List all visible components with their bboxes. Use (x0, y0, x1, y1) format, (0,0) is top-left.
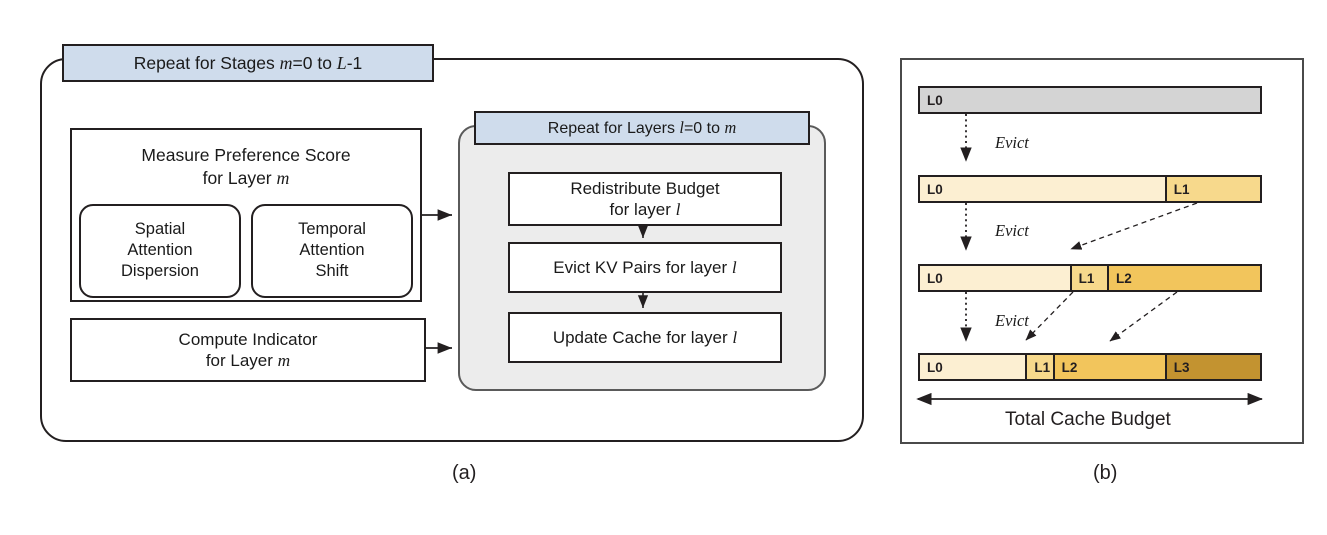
caption-a: (a) (452, 462, 477, 484)
cache-segment-l2-row2: L2 (1106, 266, 1260, 290)
cache-segment-label: L0 (927, 270, 943, 286)
total-cache-budget-label: Total Cache Budget (1005, 409, 1171, 430)
update-cache-box: Update Cache for layer l (508, 312, 782, 363)
cache-segment-l3-row3: L3 (1164, 355, 1260, 379)
compute-indicator-label: Compute Indicator for Layer m (178, 329, 318, 370)
cache-segment-label: L1 (1078, 270, 1095, 286)
evict-label-2: Evict (995, 221, 1029, 240)
update-cache-label: Update Cache for layer l (552, 327, 738, 347)
cache-segment-l1-row2: L1 (1069, 266, 1107, 290)
caption-b: (b) (1093, 462, 1118, 484)
layer-loop-header-label: Repeat for Layers l=0 to m (547, 118, 737, 137)
measure-preference-score-box: Measure Preference Score for Layer m Spa… (70, 128, 422, 302)
cache-segment-label: L2 (1115, 270, 1132, 286)
panel-a-flowchart: Repeat for Stages m=0 to L-1 Measure Pre… (40, 44, 864, 484)
evict-label-1: Evict (995, 133, 1029, 152)
cache-segment-label: L1 (1173, 181, 1190, 197)
evict-kv-pairs-label: Evict KV Pairs for layer l (553, 257, 737, 277)
cache-segment-l0-row2: L0 (920, 266, 1070, 290)
cache-budget-frame (900, 58, 1304, 444)
redistribute-budget-box: Redistribute Budget for layer l (508, 172, 782, 226)
compute-indicator-box: Compute Indicator for Layer m (70, 318, 426, 382)
cache-segment-l2-row3: L2 (1052, 355, 1165, 379)
layer-loop-header: Repeat for Layers l=0 to m (474, 111, 810, 145)
cache-segment-label: L0 (927, 359, 943, 375)
cache-segment-label: L1 (1034, 359, 1051, 375)
cache-bar-row-0: L0 (918, 86, 1262, 114)
cache-segment-l1-row3: L1 (1025, 355, 1053, 379)
stage-loop-header-label: Repeat for Stages m=0 to L-1 (133, 52, 363, 73)
cache-bar-row-3: L0 L1 L2 L3 (918, 353, 1262, 381)
cache-segment-label: L0 (927, 92, 943, 108)
cache-bar-row-2: L0 L1 L2 (918, 264, 1262, 292)
cache-bar-row-1: L0 L1 (918, 175, 1262, 203)
measure-title-line1: Measure Preference Score (141, 145, 351, 165)
cache-segment-l1-row1: L1 (1164, 177, 1260, 201)
measure-preference-score-title: Measure Preference Score for Layer m (141, 145, 351, 188)
evict-label-3: Evict (995, 311, 1029, 330)
cache-segment-l0-row0: L0 (920, 88, 1260, 112)
cache-segment-label: L3 (1173, 359, 1190, 375)
stage-loop-container (40, 58, 864, 442)
stage-loop-header: Repeat for Stages m=0 to L-1 (62, 44, 434, 82)
cache-segment-label: L0 (927, 181, 943, 197)
redistribute-budget-label: Redistribute Budget for layer l (570, 178, 720, 219)
cache-segment-l0-row1: L0 (920, 177, 1165, 201)
cache-segment-l0-row3: L0 (920, 355, 1026, 379)
cache-segment-label: L2 (1061, 359, 1078, 375)
evict-kv-pairs-box: Evict KV Pairs for layer l (508, 242, 782, 293)
